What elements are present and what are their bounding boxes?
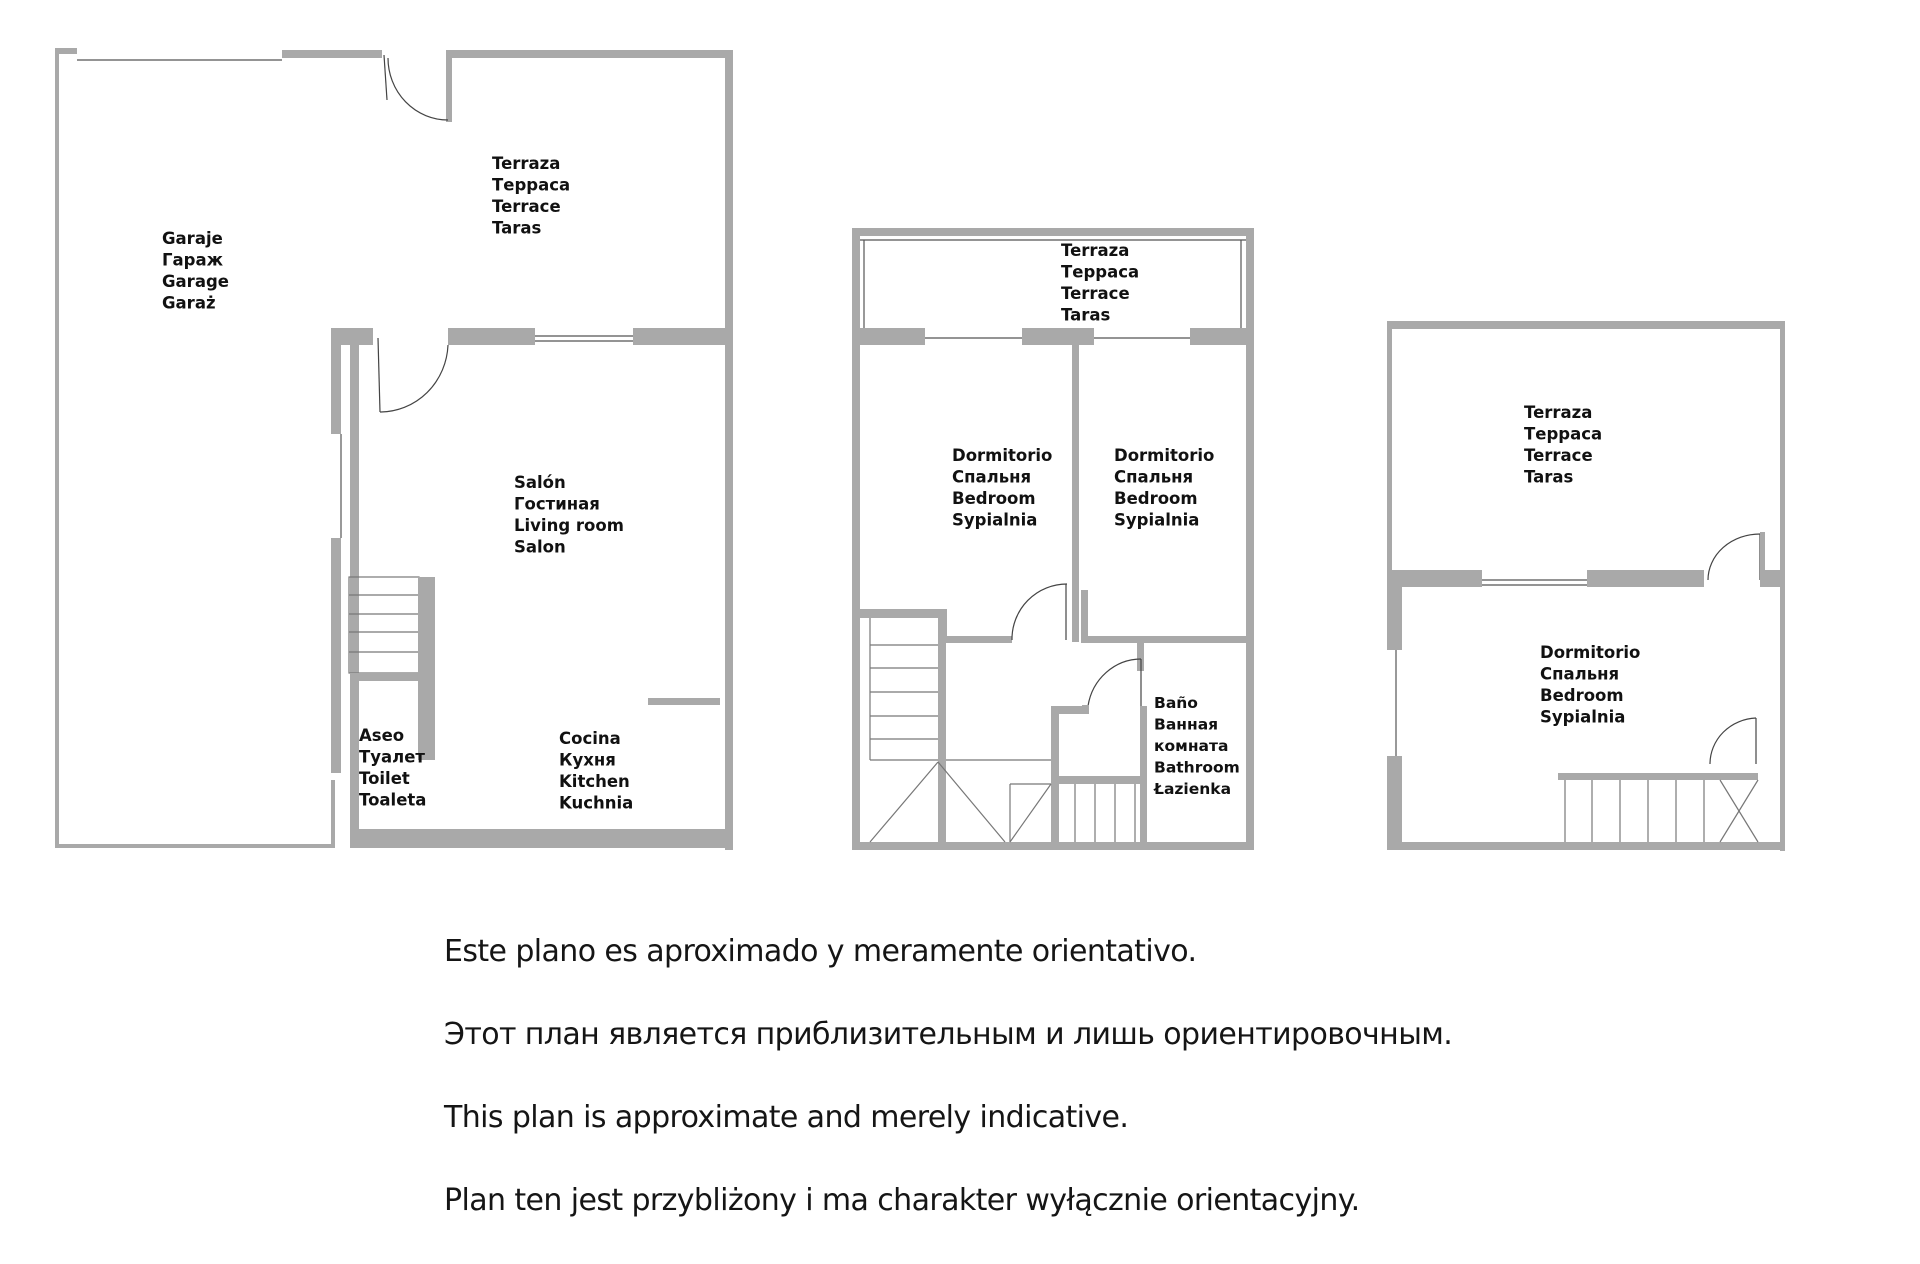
disclaimer-polish: Plan ten jest przybliżony i ma charakter… [444,1183,1360,1218]
floor-plan-drawing: Garaje Гараж Garage Garaż Terraza Террас… [55,48,1785,851]
first-floor-terrace-label: Terraza Терраса Terrace Taras [1061,241,1145,325]
terrace-label: Terraza Терраса Terrace Taras [492,154,576,238]
disclaimer-spanish: Este plano es aproximado y meramente ori… [444,934,1197,969]
room-labels: Garaje Гараж Garage Garaż Terraza Террас… [162,154,1646,813]
top-floor-plan [1387,321,1785,851]
top-floor-bedroom-label: Dormitorio Спальня Bedroom Sypialnia [1540,643,1646,727]
disclaimer-english: This plan is approximate and merely indi… [444,1100,1129,1135]
disclaimer-notes: Este plano es aproximado y meramente ori… [444,932,1644,1264]
toilet-label: Aseo Туалет Toilet Toaleta [359,726,431,810]
kitchen-label: Cocina Кухня Kitchen Kuchnia [559,729,636,813]
top-floor-terrace-label: Terraza Терраса Terrace Taras [1524,403,1608,487]
living-room-label: Salón Гостиная Living room Salon [514,473,630,557]
ground-floor-plan [55,48,733,850]
bedroom-1-label: Dormitorio Спальня Bedroom Sypialnia [952,446,1058,530]
first-floor-plan [852,228,1254,850]
bathroom-label: Baño Ванная комната Bathroom Łazienka [1153,694,1245,798]
disclaimer-russian: Этот план является приблизительным и лиш… [444,1017,1453,1052]
bedroom-2-label: Dormitorio Спальня Bedroom Sypialnia [1114,446,1220,530]
garage-label: Garaje Гараж Garage Garaż [162,229,235,313]
